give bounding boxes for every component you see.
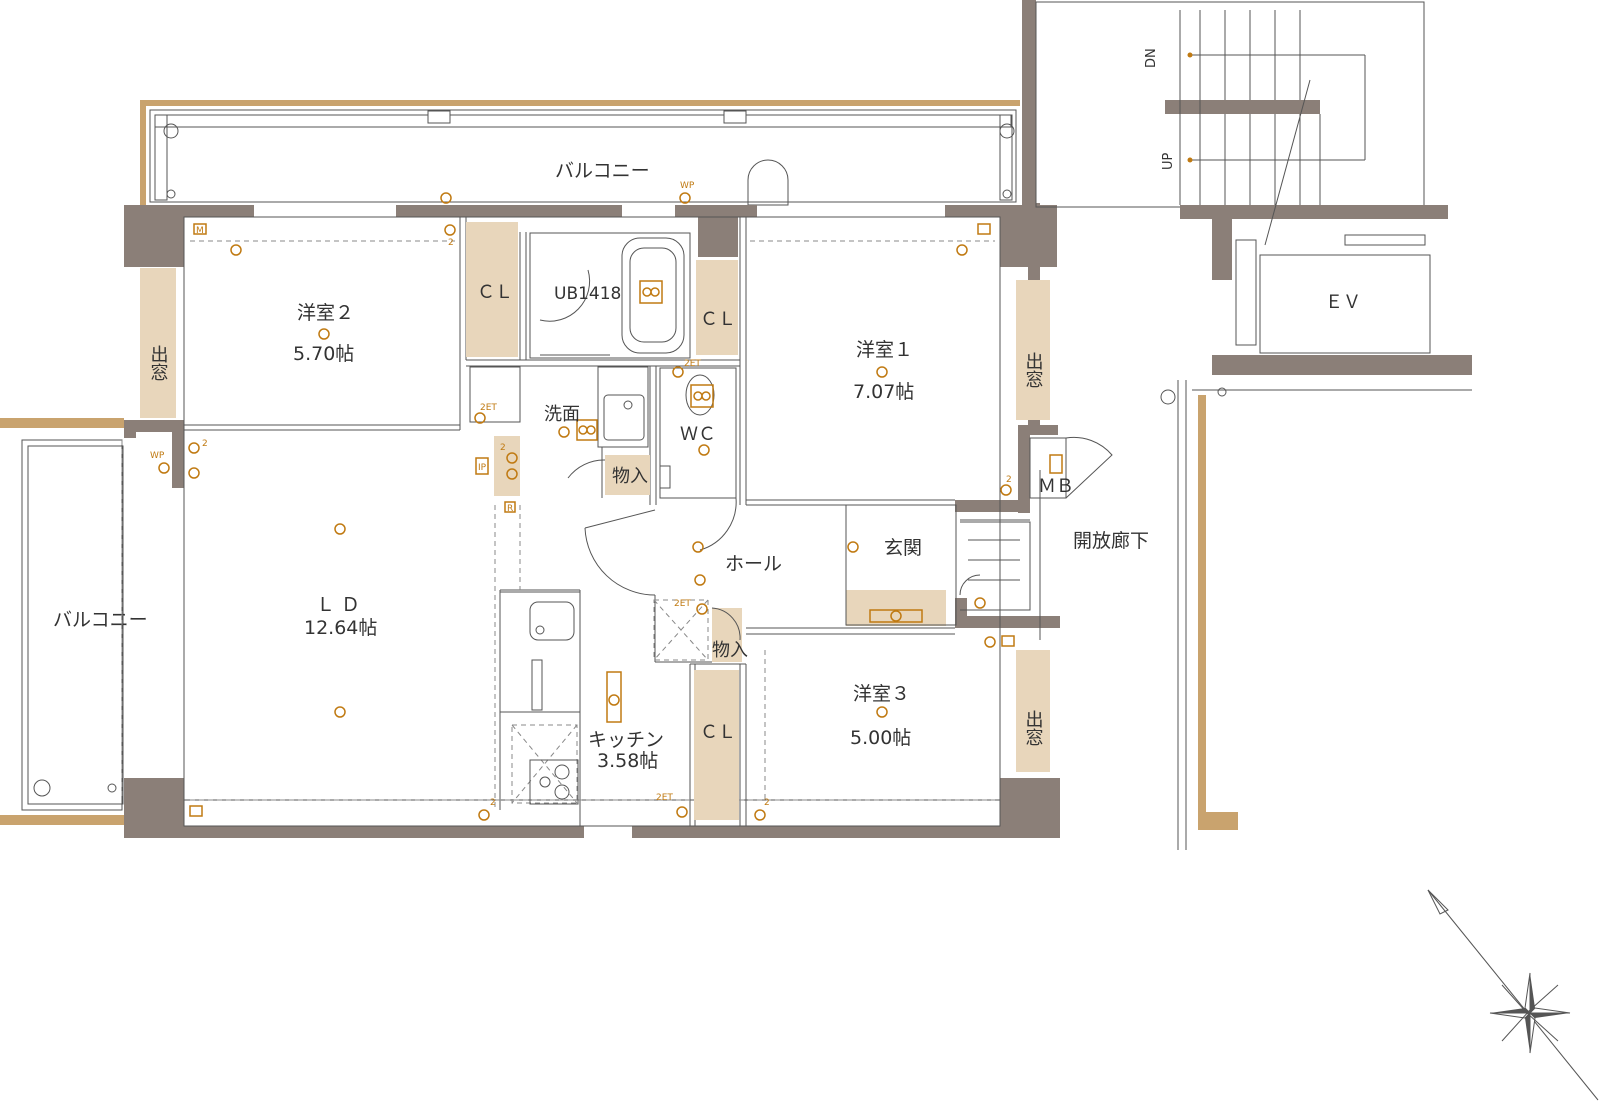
exterior-walls [124,203,1060,838]
stove-icon [511,724,579,805]
western3-name: 洋室３ [853,683,910,705]
svg-text:2ET: 2ET [684,359,701,369]
corridor-label: 開放廊下 [1073,530,1149,552]
storage-areas [140,222,1050,820]
svg-text:出窓: 出窓 [1023,710,1044,746]
left-balcony [0,418,124,825]
storage-washroom [605,455,650,495]
svg-text:WP: WP [150,451,165,461]
kitchen-size: 3.58帖 [597,750,658,772]
kitchen-name: キッチン [588,729,664,751]
mb-label: ＭＢ [1038,476,1074,497]
western2-name: 洋室２ [297,302,354,324]
compass-rose-icon [1427,889,1599,1101]
kitchen-counter [499,591,622,723]
bay-window-western3-label: 出窓 [1023,710,1044,746]
closet-western3-label: ＣＬ [700,722,736,743]
balcony-left-label: バルコニー [53,609,148,631]
entrance [845,504,1031,626]
wc [659,367,737,551]
stairs-down-label: DN [1144,48,1159,68]
elevator [1212,205,1472,375]
bay-window-left-label: 出窓 [148,345,169,381]
western1-name: 洋室１ [856,339,913,361]
hall-doors [584,509,741,663]
svg-text:出窓: 出窓 [1023,352,1044,388]
svg-text:出窓: 出窓 [148,345,169,381]
storage2-label: 物入 [712,640,748,661]
washroom-label: 洗面 [544,404,580,425]
stairwell [1022,0,1448,246]
unit-bath [529,232,691,359]
laundry-space [653,599,709,661]
storage-hall [712,608,742,662]
ev-label: ＥＶ [1325,292,1361,313]
western3-size: 5.00帖 [850,727,911,749]
stairs-up-label: UP [1161,152,1176,170]
svg-text:M: M [196,226,204,236]
shoe-cabinet [846,590,946,626]
ceiling-lines [121,240,995,810]
ip-panel-area [494,436,520,496]
svg-text:2ET: 2ET [674,599,691,609]
closet-western3 [694,670,739,820]
bay-window-western1-label: 出窓 [1023,352,1044,388]
entrance-label: 玄関 [884,537,922,559]
svg-text:2: 2 [1006,475,1012,485]
svg-text:2: 2 [202,439,208,449]
electrical-symbols [158,192,1015,821]
svg-text:IP: IP [478,463,487,473]
bay-window-left [140,268,176,418]
svg-text:2ET: 2ET [656,793,673,803]
unit-bath-label: UB1418 [554,284,621,304]
svg-text:2: 2 [448,238,454,248]
bay-window-western3 [1016,650,1050,772]
western1-size: 7.07帖 [853,381,914,403]
storage1-label: 物入 [612,466,648,487]
svg-text:R: R [507,504,513,514]
svg-text:WP: WP [680,181,695,191]
closet-western2-label: ＣＬ [477,282,513,303]
ld-name: Ｌ Ｄ [316,594,360,616]
corridor-railing [1039,380,1472,850]
ld-size: 12.64帖 [304,617,377,639]
mb-closet [1029,436,1113,499]
svg-text:2ET: 2ET [480,403,497,413]
washroom [469,366,671,498]
svg-text:2: 2 [490,798,496,808]
hall-label: ホール [725,553,782,575]
svg-text:2: 2 [500,443,506,453]
svg-text:2: 2 [764,798,770,808]
bay-window-western1 [1016,280,1050,420]
bathtub-icon [639,280,663,304]
balcony-top-label: バルコニー [555,160,650,182]
toilet-icon [690,384,714,408]
closet-western1 [696,260,738,355]
closet-western1-label: ＣＬ [700,309,736,330]
symbol-texts: WP WP 2ET 2ET 2ET 2ET 2 2 2 2 2 2 M IP R [150,181,1012,808]
top-balcony [140,100,1020,206]
wc-label: ＷＣ [680,424,716,445]
western2-size: 5.70帖 [293,343,354,365]
closet-western2 [466,222,518,357]
washing-machine-pan-icon [576,419,598,441]
